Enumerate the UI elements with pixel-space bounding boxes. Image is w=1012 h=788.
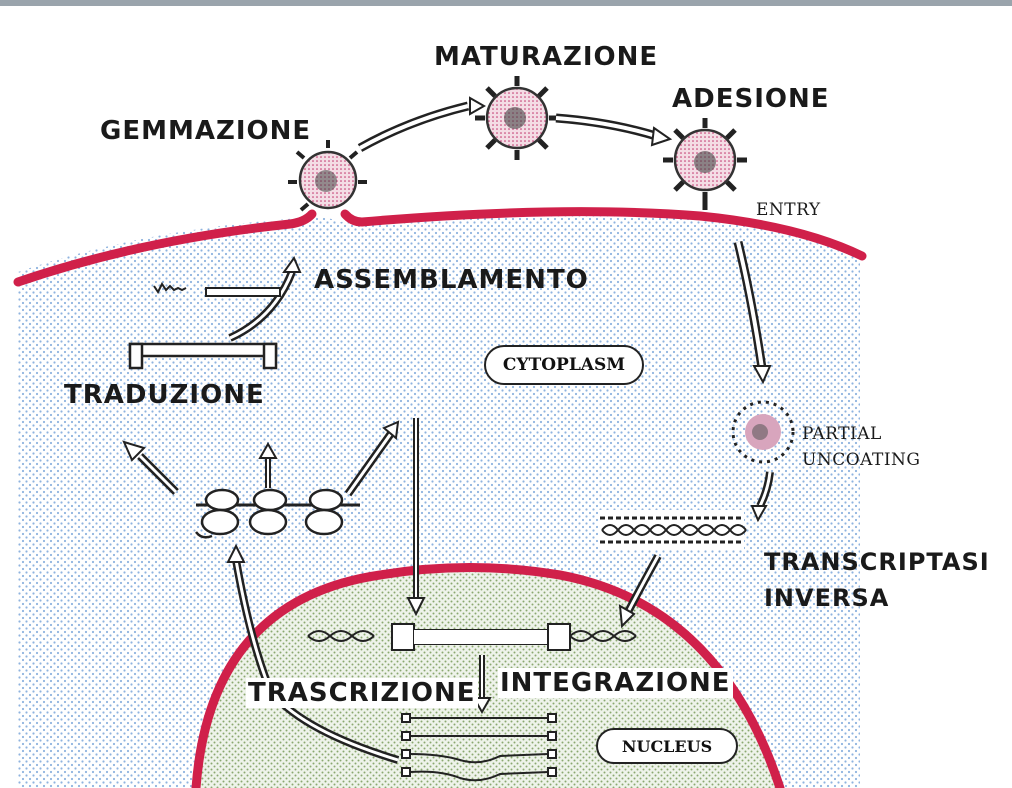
top-edge-strip xyxy=(0,0,1012,6)
label-nucleus: NUCLEUS xyxy=(596,728,738,764)
reverse-transcribed-dna xyxy=(598,510,746,550)
label-assemblamento: ASSEMBLAMENTO xyxy=(314,265,589,295)
label-integrazione: INTEGRAZIONE xyxy=(498,668,733,698)
polysome xyxy=(196,490,360,537)
label-maturazione: MATURAZIONE xyxy=(434,42,658,72)
adhering-virion xyxy=(663,118,747,210)
budding-virion xyxy=(288,140,367,210)
label-entry: ENTRY xyxy=(756,200,821,220)
label-gemmazione: GEMMAZIONE xyxy=(100,116,311,146)
label-traduzione: TRADUZIONE xyxy=(64,380,265,410)
label-inversa: INVERSA xyxy=(764,584,889,612)
mature-virion xyxy=(475,76,559,160)
label-trascrizione: TRASCRIZIONE xyxy=(246,678,478,708)
label-transcriptasi: TRANSCRIPTASI xyxy=(764,548,990,576)
label-uncoating: UNCOATING xyxy=(802,450,921,470)
label-adesione: ADESIONE xyxy=(672,84,830,114)
label-cytoplasm: CYTOPLASM xyxy=(484,345,644,385)
label-partial: PARTIAL xyxy=(802,424,882,444)
